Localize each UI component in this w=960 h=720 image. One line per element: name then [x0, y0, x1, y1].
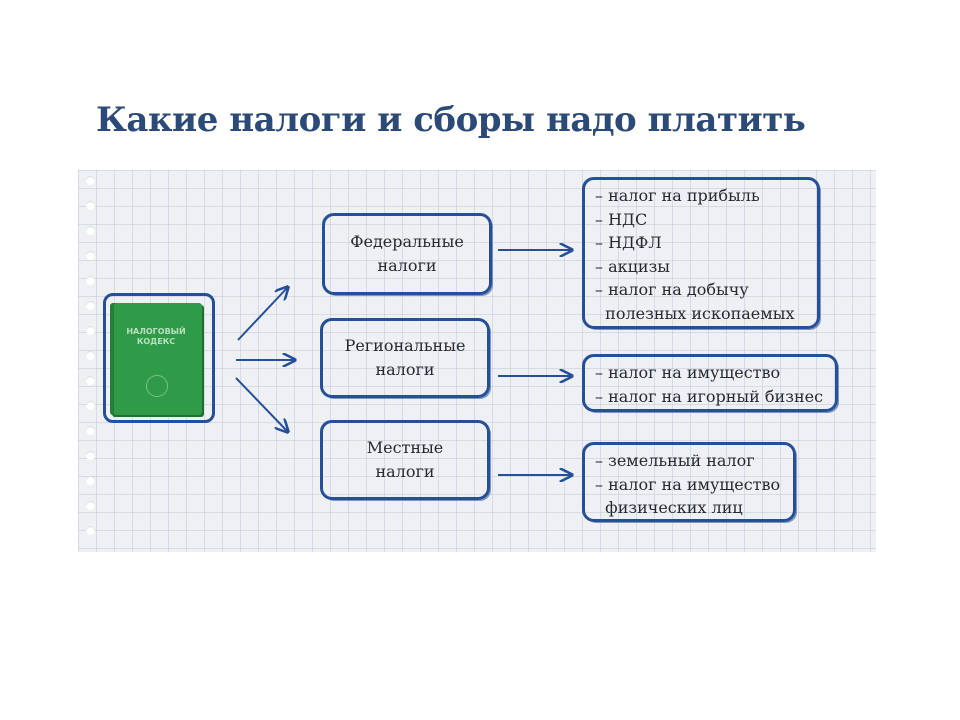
regional-tax-list: – налог на имущество – налог на игорный …: [582, 354, 838, 412]
binder-hole: [86, 201, 95, 210]
binder-hole: [86, 351, 95, 360]
list-item: полезных ископаемых: [595, 303, 795, 323]
category-regional: Региональные налоги: [320, 318, 490, 398]
list-item: – земельный налог: [595, 451, 755, 470]
list-item: – налог на игорный бизнес: [595, 386, 824, 406]
binder-hole: [86, 401, 95, 410]
book-title: НАЛОГОВЫЙ КОДЕКС: [126, 327, 186, 346]
list-item: – налог на имущество: [595, 363, 781, 382]
notebook-paper-background: [78, 170, 876, 552]
local-tax-list: – земельный налог – налог на имущество ф…: [582, 442, 796, 522]
tax-code-book-icon: НАЛОГОВЫЙ КОДЕКС: [110, 303, 202, 415]
federal-tax-list: – налог на прибыль – НДС – НДФЛ – акцизы…: [582, 177, 820, 329]
list-item: – НДФЛ: [595, 233, 662, 252]
list-item: – налог на добычу: [595, 280, 749, 299]
binder-hole: [86, 226, 95, 235]
list-item: – акцизы: [595, 256, 671, 276]
binder-hole: [86, 176, 95, 185]
arrow-book-to-federal: [237, 287, 288, 341]
category-federal: Федеральные налоги: [322, 213, 492, 295]
list-item: физических лиц: [595, 498, 743, 517]
list-item: – НДС: [595, 209, 648, 229]
arrow-book-to-local: [235, 377, 288, 432]
emblem-icon: [146, 375, 168, 397]
binder-hole: [86, 376, 95, 385]
binder-hole: [86, 276, 95, 285]
binder-hole: [86, 326, 95, 335]
binder-hole: [86, 526, 95, 535]
list-item: – налог на прибыль: [595, 186, 760, 205]
category-local: Местные налоги: [320, 420, 490, 500]
binder-hole: [86, 476, 95, 485]
binder-hole: [86, 301, 95, 310]
list-item: – налог на имущество: [595, 474, 781, 494]
binder-hole: [86, 501, 95, 510]
book-frame: [103, 293, 215, 423]
page-title: Какие налоги и сборы надо платить: [96, 100, 806, 140]
binder-hole: [86, 251, 95, 260]
binder-hole: [86, 451, 95, 460]
binder-hole: [86, 426, 95, 435]
